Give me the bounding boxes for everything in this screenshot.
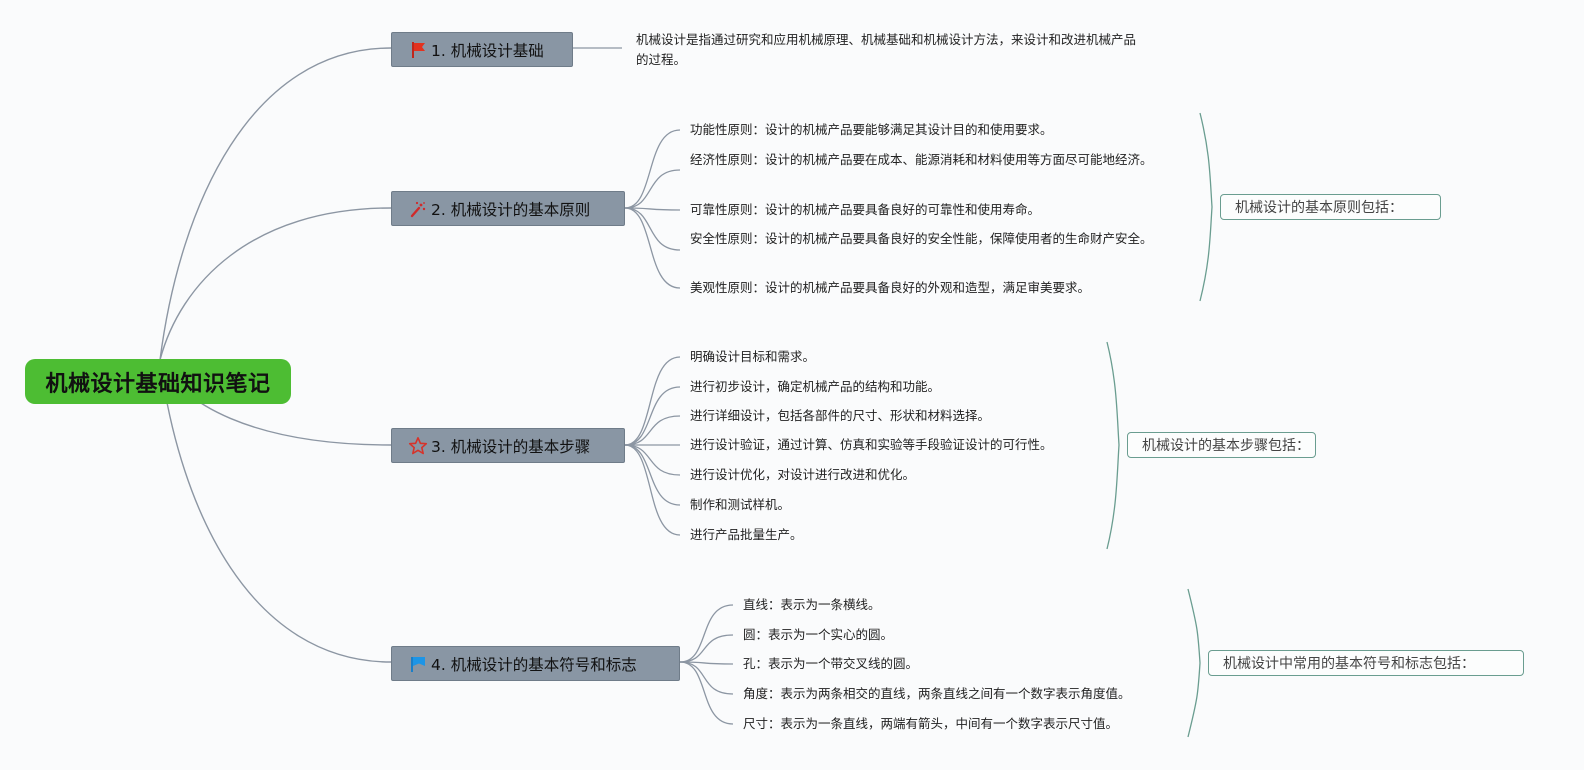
leaf-item[interactable]: 直线：表示为一条横线。 <box>743 597 881 612</box>
leaf-item[interactable]: 美观性原则：设计的机械产品要具备良好的外观和造型，满足审美要求。 <box>690 280 1091 295</box>
leaf-item[interactable]: 进行设计优化，对设计进行改进和优化。 <box>690 467 916 482</box>
root-branch-connector <box>159 207 392 361</box>
root-topic[interactable]: 机械设计基础知识笔记 <box>25 359 291 404</box>
leaf-item[interactable]: 进行初步设计，确定机械产品的结构和功能。 <box>690 379 941 394</box>
leaf-connector <box>624 444 681 476</box>
branch-basic-steps[interactable]: 3. 机械设计的基本步骤 <box>391 428 625 463</box>
leaf-item[interactable]: 孔：表示为一个带交叉线的圆。 <box>743 656 919 671</box>
leaf-connector <box>679 604 734 663</box>
summary-symbols-and-marks[interactable]: 机械设计中常用的基本符号和标志包括： <box>1208 650 1524 676</box>
leaf-connector <box>624 207 681 289</box>
leaf-item[interactable]: 可靠性原则：设计的机械产品要具备良好的可靠性和使用寿命。 <box>690 202 1041 217</box>
branch-label: 1. 机械设计基础 <box>431 41 544 60</box>
leaf-connector <box>679 661 734 665</box>
leaf-item[interactable]: 机械设计是指通过研究和应用机械原理、机械基础和机械设计方法，来设计和改进机械产品… <box>636 32 1137 67</box>
leaf-connector <box>679 661 734 725</box>
leaf-connector <box>624 207 681 211</box>
summary-bracket <box>1187 588 1201 738</box>
leaf-connector <box>624 415 681 446</box>
leaf-connector <box>624 444 681 536</box>
leaf-connector <box>624 356 681 446</box>
leaf-connector <box>624 169 681 209</box>
fireworks-icon <box>408 199 428 219</box>
leaf-item[interactable]: 经济性原则：设计的机械产品要在成本、能源消耗和材料使用等方面尽可能地经济。 <box>690 152 1153 167</box>
leaf-item[interactable]: 明确设计目标和需求。 <box>690 349 816 364</box>
leaf-item[interactable]: 进行产品批量生产。 <box>690 527 803 542</box>
summary-bracket <box>1106 341 1120 550</box>
branch-symbols-and-marks[interactable]: 4. 机械设计的基本符号和标志 <box>391 646 680 681</box>
summary-basic-steps[interactable]: 机械设计的基本步骤包括： <box>1127 432 1316 458</box>
leaf-connector <box>624 207 681 251</box>
leaf-item[interactable]: 进行详细设计，包括各部件的尺寸、形状和材料选择。 <box>690 408 991 423</box>
branch-label: 4. 机械设计的基本符号和标志 <box>431 655 637 674</box>
summary-basic-principles[interactable]: 机械设计的基本原则包括： <box>1220 194 1441 220</box>
leaf-connector <box>624 129 681 209</box>
leaf-item[interactable]: 功能性原则：设计的机械产品要能够满足其设计目的和使用要求。 <box>690 122 1053 137</box>
leaf-item[interactable]: 角度：表示为两条相交的直线，两条直线之间有一个数字表示角度值。 <box>743 686 1131 701</box>
summary-bracket <box>1199 112 1213 302</box>
root-branch-connector <box>159 47 392 361</box>
leaf-item[interactable]: 制作和测试样机。 <box>690 497 791 512</box>
branch-mechanical-design-basics[interactable]: 1. 机械设计基础 <box>391 32 573 67</box>
root-branch-connector <box>159 359 392 663</box>
blue-flag-icon <box>408 654 428 674</box>
branch-label: 2. 机械设计的基本原则 <box>431 200 591 219</box>
leaf-connector <box>624 386 681 446</box>
leaf-item[interactable]: 进行设计验证，通过计算、仿真和实验等手段验证设计的可行性。 <box>690 437 1053 452</box>
star-icon <box>408 436 428 456</box>
branch-label: 3. 机械设计的基本步骤 <box>431 437 591 456</box>
branch-basic-principles[interactable]: 2. 机械设计的基本原则 <box>391 191 625 226</box>
leaf-connector <box>679 661 734 695</box>
leaf-connector <box>679 634 734 663</box>
leaf-item[interactable]: 尺寸：表示为一条直线，两端有箭头，中间有一个数字表示尺寸值。 <box>743 716 1119 731</box>
leaf-item[interactable]: 安全性原则：设计的机械产品要具备良好的安全性能，保障使用者的生命财产安全。 <box>690 231 1153 246</box>
red-flag-icon <box>408 40 428 60</box>
leaf-item[interactable]: 圆：表示为一个实心的圆。 <box>743 627 894 642</box>
